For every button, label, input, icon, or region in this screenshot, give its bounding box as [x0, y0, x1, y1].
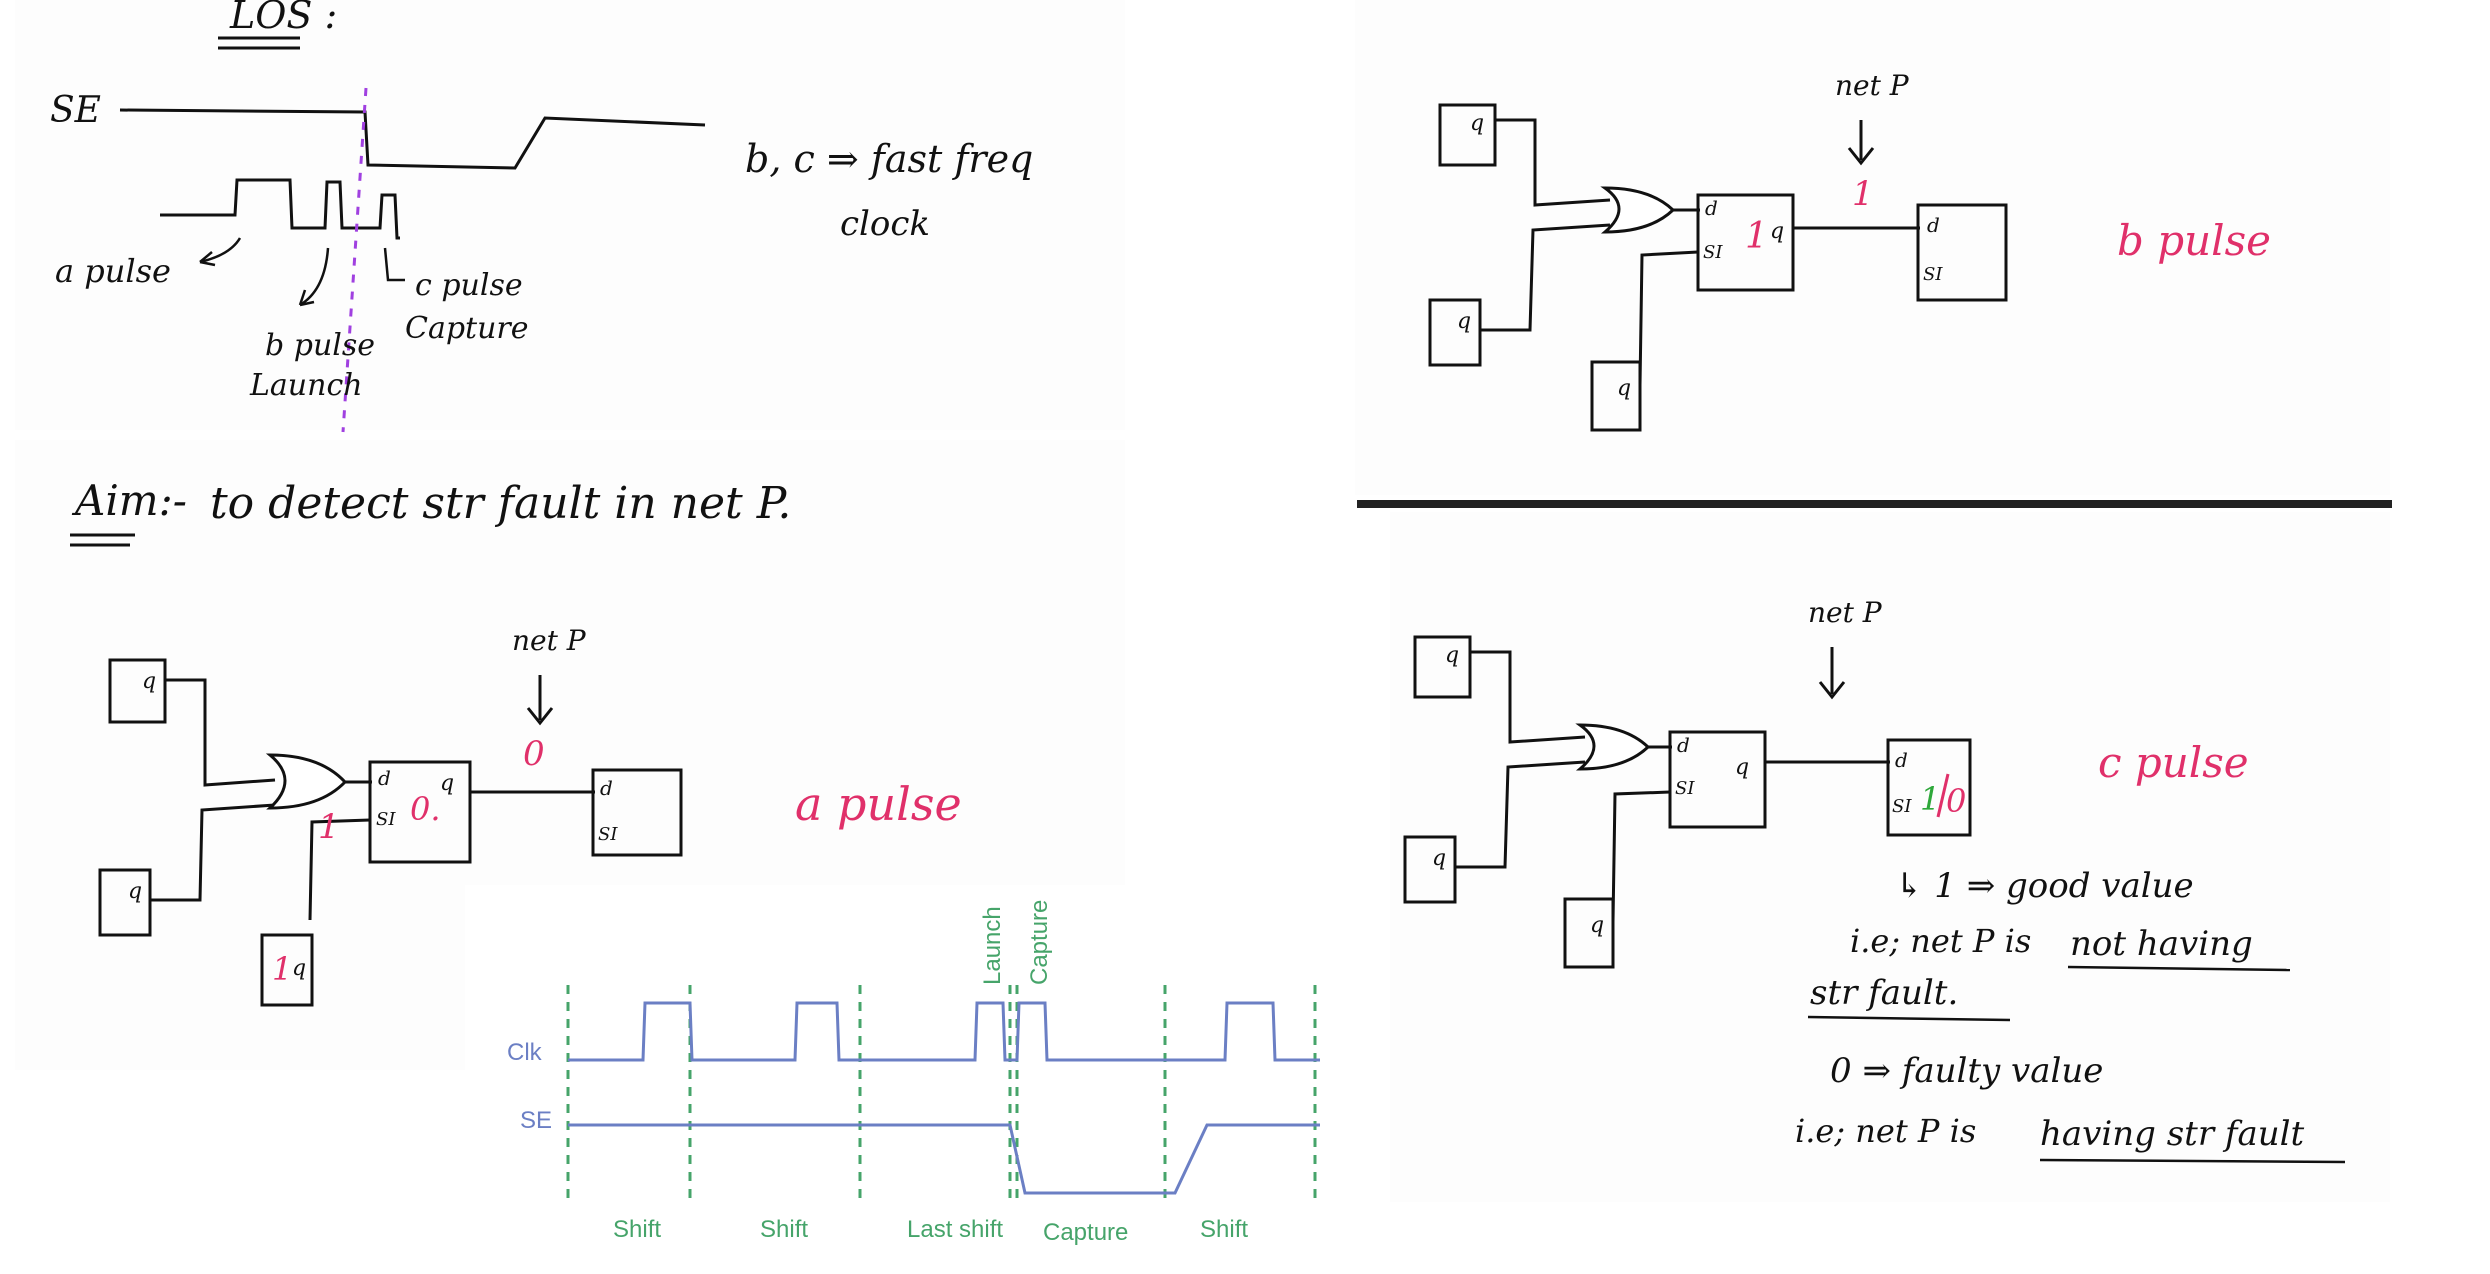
launch-label: Launch — [979, 906, 1006, 985]
svg-text:q: q — [128, 879, 142, 904]
se-wave — [568, 1123, 1320, 1195]
b-pulse-label: b pulse — [265, 328, 375, 363]
clk-label: Clk — [507, 1039, 543, 1066]
svg-text:SI: SI — [1675, 778, 1695, 799]
flipflop-3 — [260, 933, 314, 1007]
svg-text:q: q — [1770, 219, 1784, 244]
svg-text:q: q — [1445, 643, 1459, 668]
good-value-note: ↳ 1 ⇒ good value — [1895, 866, 2194, 906]
main-flipflop — [368, 760, 472, 864]
los-timing-sketch: LOS : SE a pulse b pulse Launch c pulse … — [15, 0, 1125, 433]
fast-clock-note-1: b, c ⇒ fast freq — [745, 137, 1033, 181]
circuit-b-pulse: q q q d SI q 1 net P 1 d SI b pulse — [1355, 0, 2390, 495]
svg-text:q: q — [440, 771, 454, 796]
svg-text:q: q — [1617, 376, 1631, 401]
svg-text:q: q — [142, 669, 156, 694]
svg-text:q: q — [1457, 309, 1471, 334]
svg-text:d: d — [1677, 733, 1690, 757]
launch-capture-divider — [341, 87, 368, 433]
net-p-value-b: 1 — [1852, 174, 1874, 214]
phase-shift-3: Shift — [1200, 1216, 1248, 1243]
a-pulse-title: a pulse — [795, 777, 962, 831]
net-p-label-c: net P — [1808, 596, 1883, 629]
se-signal — [119, 108, 706, 170]
fast-clock-note-2: clock — [840, 204, 930, 244]
fault-note-b: having str fault — [2040, 1114, 2305, 1154]
clk-wave — [568, 1001, 1320, 1062]
svg-text:d: d — [1927, 213, 1940, 237]
svg-text:q: q — [1590, 913, 1604, 938]
si-input-value: 1 — [318, 807, 340, 847]
svg-text:SI: SI — [1923, 264, 1943, 285]
faulty-value-note: 0 ⇒ faulty value — [1830, 1051, 2103, 1091]
svg-text:SI: SI — [1892, 796, 1912, 817]
svg-text:d: d — [378, 766, 391, 790]
main-ff-value: 0. — [410, 790, 441, 828]
phase-shift-2: Shift — [760, 1216, 808, 1243]
flipflop-2 — [98, 868, 152, 937]
los-title: LOS : — [229, 0, 337, 37]
phase-capture: Capture — [1043, 1219, 1128, 1246]
svg-text:d: d — [1895, 748, 1908, 772]
or-gate — [265, 753, 348, 810]
main-ff-value-b: 1 — [1745, 216, 1768, 257]
svg-text:SI: SI — [598, 824, 618, 845]
svg-text:q: q — [1735, 755, 1749, 780]
net-p-label: net P — [512, 624, 587, 657]
svg-text:q: q — [1432, 846, 1446, 871]
svg-text:d: d — [1705, 196, 1718, 220]
clock-pulses — [160, 178, 400, 240]
phase-last-shift: Last shift — [907, 1216, 1003, 1243]
se-label: SE — [50, 90, 101, 131]
phase-shift-1: Shift — [613, 1216, 661, 1243]
svg-text:q: q — [1470, 111, 1484, 136]
svg-text:q: q — [292, 956, 306, 981]
net-p-value: 0 — [523, 734, 545, 774]
not-fault-note-a: i.e; net P is — [1850, 922, 2031, 960]
good-value: 1 — [1920, 780, 1940, 818]
not-fault-note-c: str fault. — [1810, 973, 1958, 1013]
se-wave-label: SE — [520, 1107, 552, 1134]
section-divider — [1357, 500, 2392, 508]
fault-note-a: i.e; net P is — [1795, 1112, 1976, 1150]
net-p-label-b: net P — [1835, 69, 1910, 102]
svg-text:d: d — [600, 776, 613, 800]
aim-statement: Aim:- to detect str fault in net P. — [15, 440, 1125, 580]
b-launch-label: Launch — [249, 368, 363, 403]
circuit-c-pulse: q q q d SI q net P d SI 1 0 c pulse ↳ 1 … — [1390, 512, 2390, 1202]
svg-text:SI: SI — [376, 809, 396, 830]
capture-top-label: Capture — [1026, 900, 1053, 985]
c-pulse-label: c pulse — [415, 268, 523, 303]
flipflop-1 — [108, 658, 167, 724]
scan-waveform: Clk SE Launch Capture Shift Shift Last s… — [465, 885, 1345, 1270]
aim-text: to detect str fault in net P. — [210, 478, 791, 529]
c-pulse-title: c pulse — [2098, 738, 2249, 787]
a-pulse-label: a pulse — [55, 252, 171, 290]
capture-flipflop — [591, 768, 683, 857]
bottom-ff-value: 1 — [272, 950, 292, 988]
svg-text:SI: SI — [1703, 242, 1723, 263]
not-fault-note-b: not having — [2070, 924, 2253, 964]
b-pulse-title: b pulse — [2117, 216, 2271, 265]
faulty-value: 0 — [1946, 782, 1966, 820]
c-capture-label: Capture — [405, 311, 529, 346]
aim-label: Aim:- — [71, 476, 187, 525]
